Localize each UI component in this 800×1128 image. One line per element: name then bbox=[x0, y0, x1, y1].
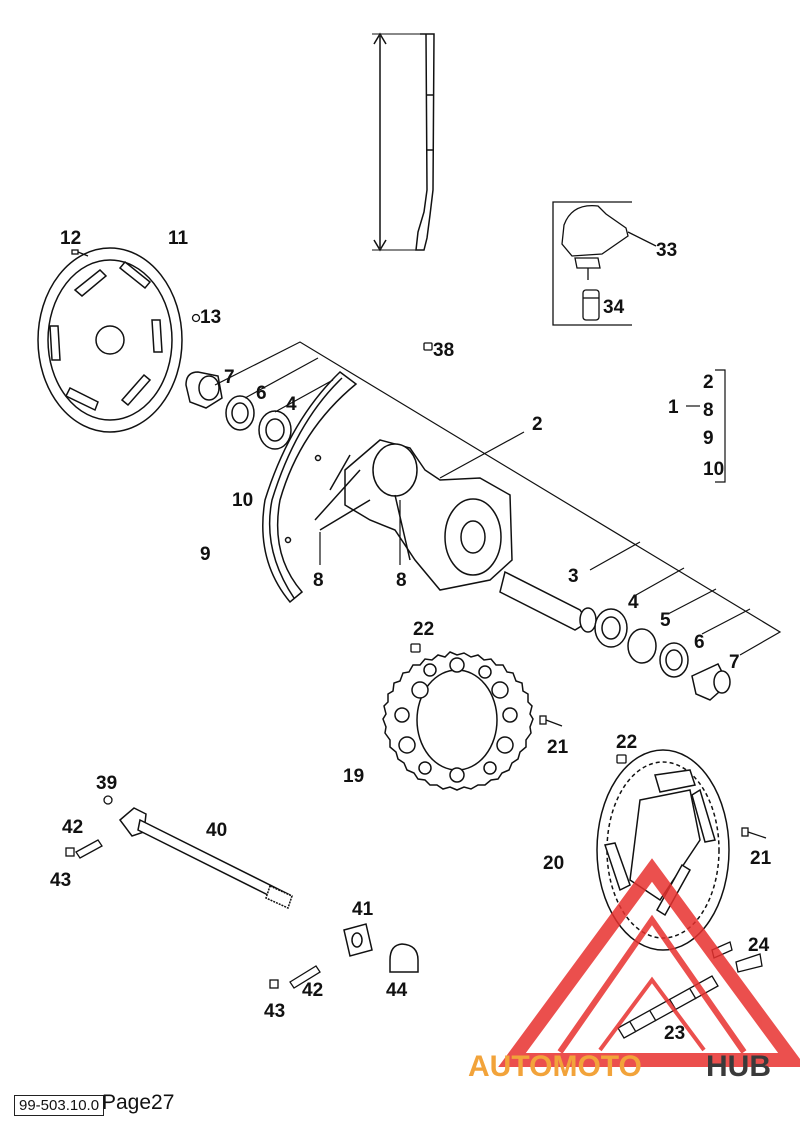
callout-6: 6 bbox=[256, 383, 267, 404]
callout-5: 5 bbox=[660, 610, 671, 631]
page-number: Page27 bbox=[102, 1091, 175, 1114]
callout-1: 1 bbox=[668, 397, 679, 418]
callout-labels: 12 11 13 38 33 34 7 6 4 2 10 9 8 8 3 4 5… bbox=[50, 228, 772, 1044]
document-code: 99-503.10.0 bbox=[14, 1095, 105, 1116]
valve-parts-box bbox=[552, 201, 657, 326]
callout-3: 3 bbox=[568, 566, 579, 587]
callout-42a: 42 bbox=[62, 817, 83, 838]
right-bearing-parts bbox=[499, 570, 731, 701]
watermark-text-part2: HUB bbox=[706, 1050, 771, 1083]
legend-member-9: 9 bbox=[703, 428, 714, 449]
callout-44: 44 bbox=[386, 980, 408, 1001]
nut-38-icon bbox=[423, 342, 433, 351]
callout-21a: 21 bbox=[547, 737, 569, 758]
nut-22-icon bbox=[410, 643, 627, 764]
callout-22a: 22 bbox=[413, 619, 434, 640]
callout-20: 20 bbox=[543, 853, 564, 874]
chain-adjuster-41 bbox=[343, 923, 373, 957]
bolt-21-icon bbox=[539, 715, 767, 839]
bolts-42-43 bbox=[65, 839, 321, 989]
legend-member-8: 8 bbox=[703, 400, 714, 421]
callout-23: 23 bbox=[664, 1023, 685, 1044]
sprocket-small bbox=[382, 651, 534, 791]
callout-19: 19 bbox=[343, 766, 364, 787]
callout-8b: 8 bbox=[396, 570, 407, 591]
callout-40: 40 bbox=[206, 820, 227, 841]
spoke-illustration bbox=[372, 32, 435, 252]
callout-24: 24 bbox=[748, 935, 770, 956]
watermark-text-part1: AUTOMOTO bbox=[468, 1050, 642, 1083]
brake-disc bbox=[37, 247, 183, 433]
cap-nut-44 bbox=[389, 943, 419, 973]
callout-43b: 43 bbox=[264, 1001, 285, 1022]
callout-2: 2 bbox=[532, 414, 543, 435]
bolt-12-icon bbox=[71, 249, 89, 257]
callout-39: 39 bbox=[96, 773, 117, 794]
callout-11: 11 bbox=[168, 228, 189, 249]
callout-43a: 43 bbox=[50, 870, 71, 891]
watermark-logo bbox=[498, 858, 800, 1067]
left-bearing-parts bbox=[185, 371, 292, 450]
callout-13: 13 bbox=[200, 307, 221, 328]
callout-10: 10 bbox=[232, 490, 253, 511]
callout-34: 34 bbox=[603, 297, 625, 318]
nut-39-icon bbox=[103, 795, 113, 805]
legend-member-2: 2 bbox=[703, 372, 714, 393]
rim bbox=[262, 371, 358, 604]
callout-33: 33 bbox=[656, 240, 677, 261]
callout-9: 9 bbox=[200, 544, 211, 565]
legend-member-10: 10 bbox=[703, 459, 724, 480]
axle bbox=[118, 807, 293, 910]
callout-12: 12 bbox=[60, 228, 81, 249]
callout-4b: 4 bbox=[628, 592, 639, 613]
callout-22b: 22 bbox=[616, 732, 637, 753]
nut-13-icon bbox=[191, 313, 201, 323]
leader-lines bbox=[214, 341, 782, 656]
callout-41: 41 bbox=[352, 899, 374, 920]
callout-4: 4 bbox=[286, 394, 297, 415]
callout-6b: 6 bbox=[694, 632, 705, 653]
callout-7: 7 bbox=[224, 367, 235, 388]
callout-38: 38 bbox=[433, 340, 454, 361]
callout-42b: 42 bbox=[302, 980, 323, 1001]
callout-7b: 7 bbox=[729, 652, 740, 673]
hub bbox=[314, 439, 513, 591]
callout-8a: 8 bbox=[313, 570, 324, 591]
callout-21b: 21 bbox=[750, 848, 772, 869]
